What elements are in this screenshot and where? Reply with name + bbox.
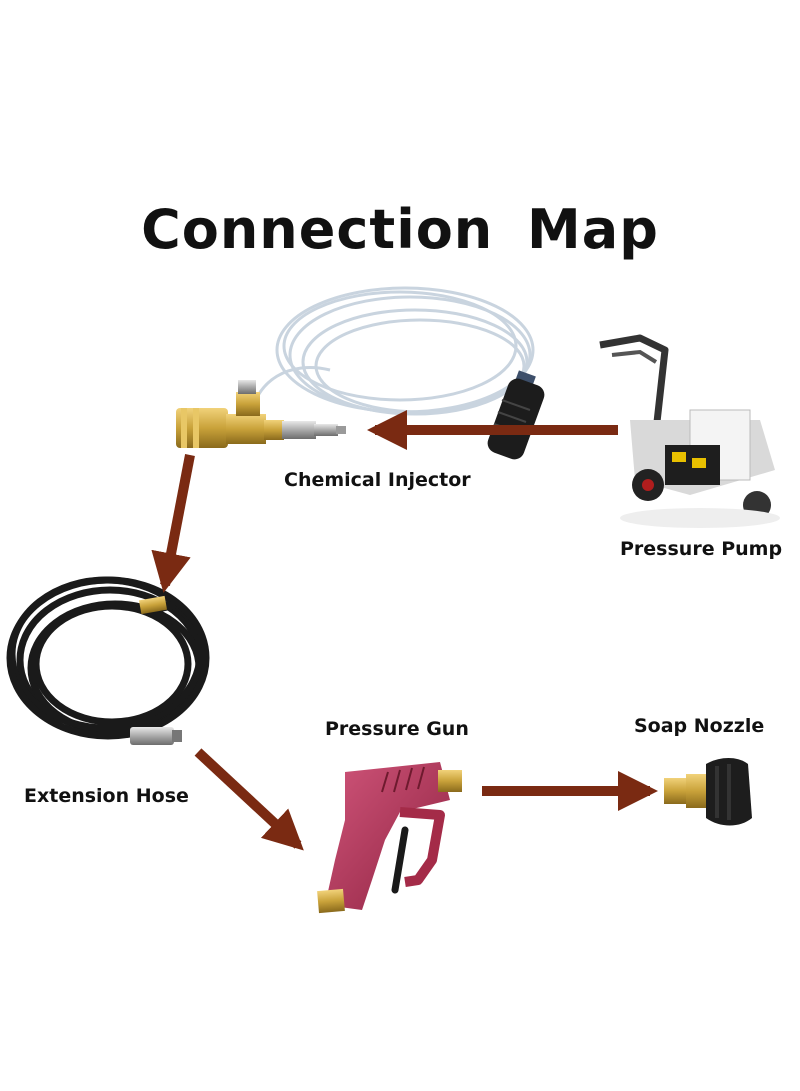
label-pressure-pump: Pressure Pump [620, 538, 783, 560]
label-extension-hose: Extension Hose [24, 785, 189, 807]
connection-arrows [151, 410, 658, 851]
label-chemical-injector: Chemical Injector [284, 469, 471, 491]
diagram-title: Connection Map [141, 198, 659, 261]
label-soap-nozzle: Soap Nozzle [634, 715, 765, 737]
chemical-injector-icon [176, 380, 346, 448]
pressure-gun-icon [317, 762, 462, 914]
label-pressure-gun: Pressure Gun [325, 718, 469, 740]
arrow-injector-to-hose [151, 454, 195, 593]
arrow-hose-to-gun [194, 748, 304, 851]
extension-hose-icon [6, 576, 210, 740]
soap-nozzle-icon [664, 758, 752, 826]
hose-fitting-icon [130, 595, 182, 745]
siphon-tube-icon [248, 286, 535, 421]
pressure-pump-icon [599, 334, 780, 528]
siphon-filter-icon [487, 370, 545, 460]
